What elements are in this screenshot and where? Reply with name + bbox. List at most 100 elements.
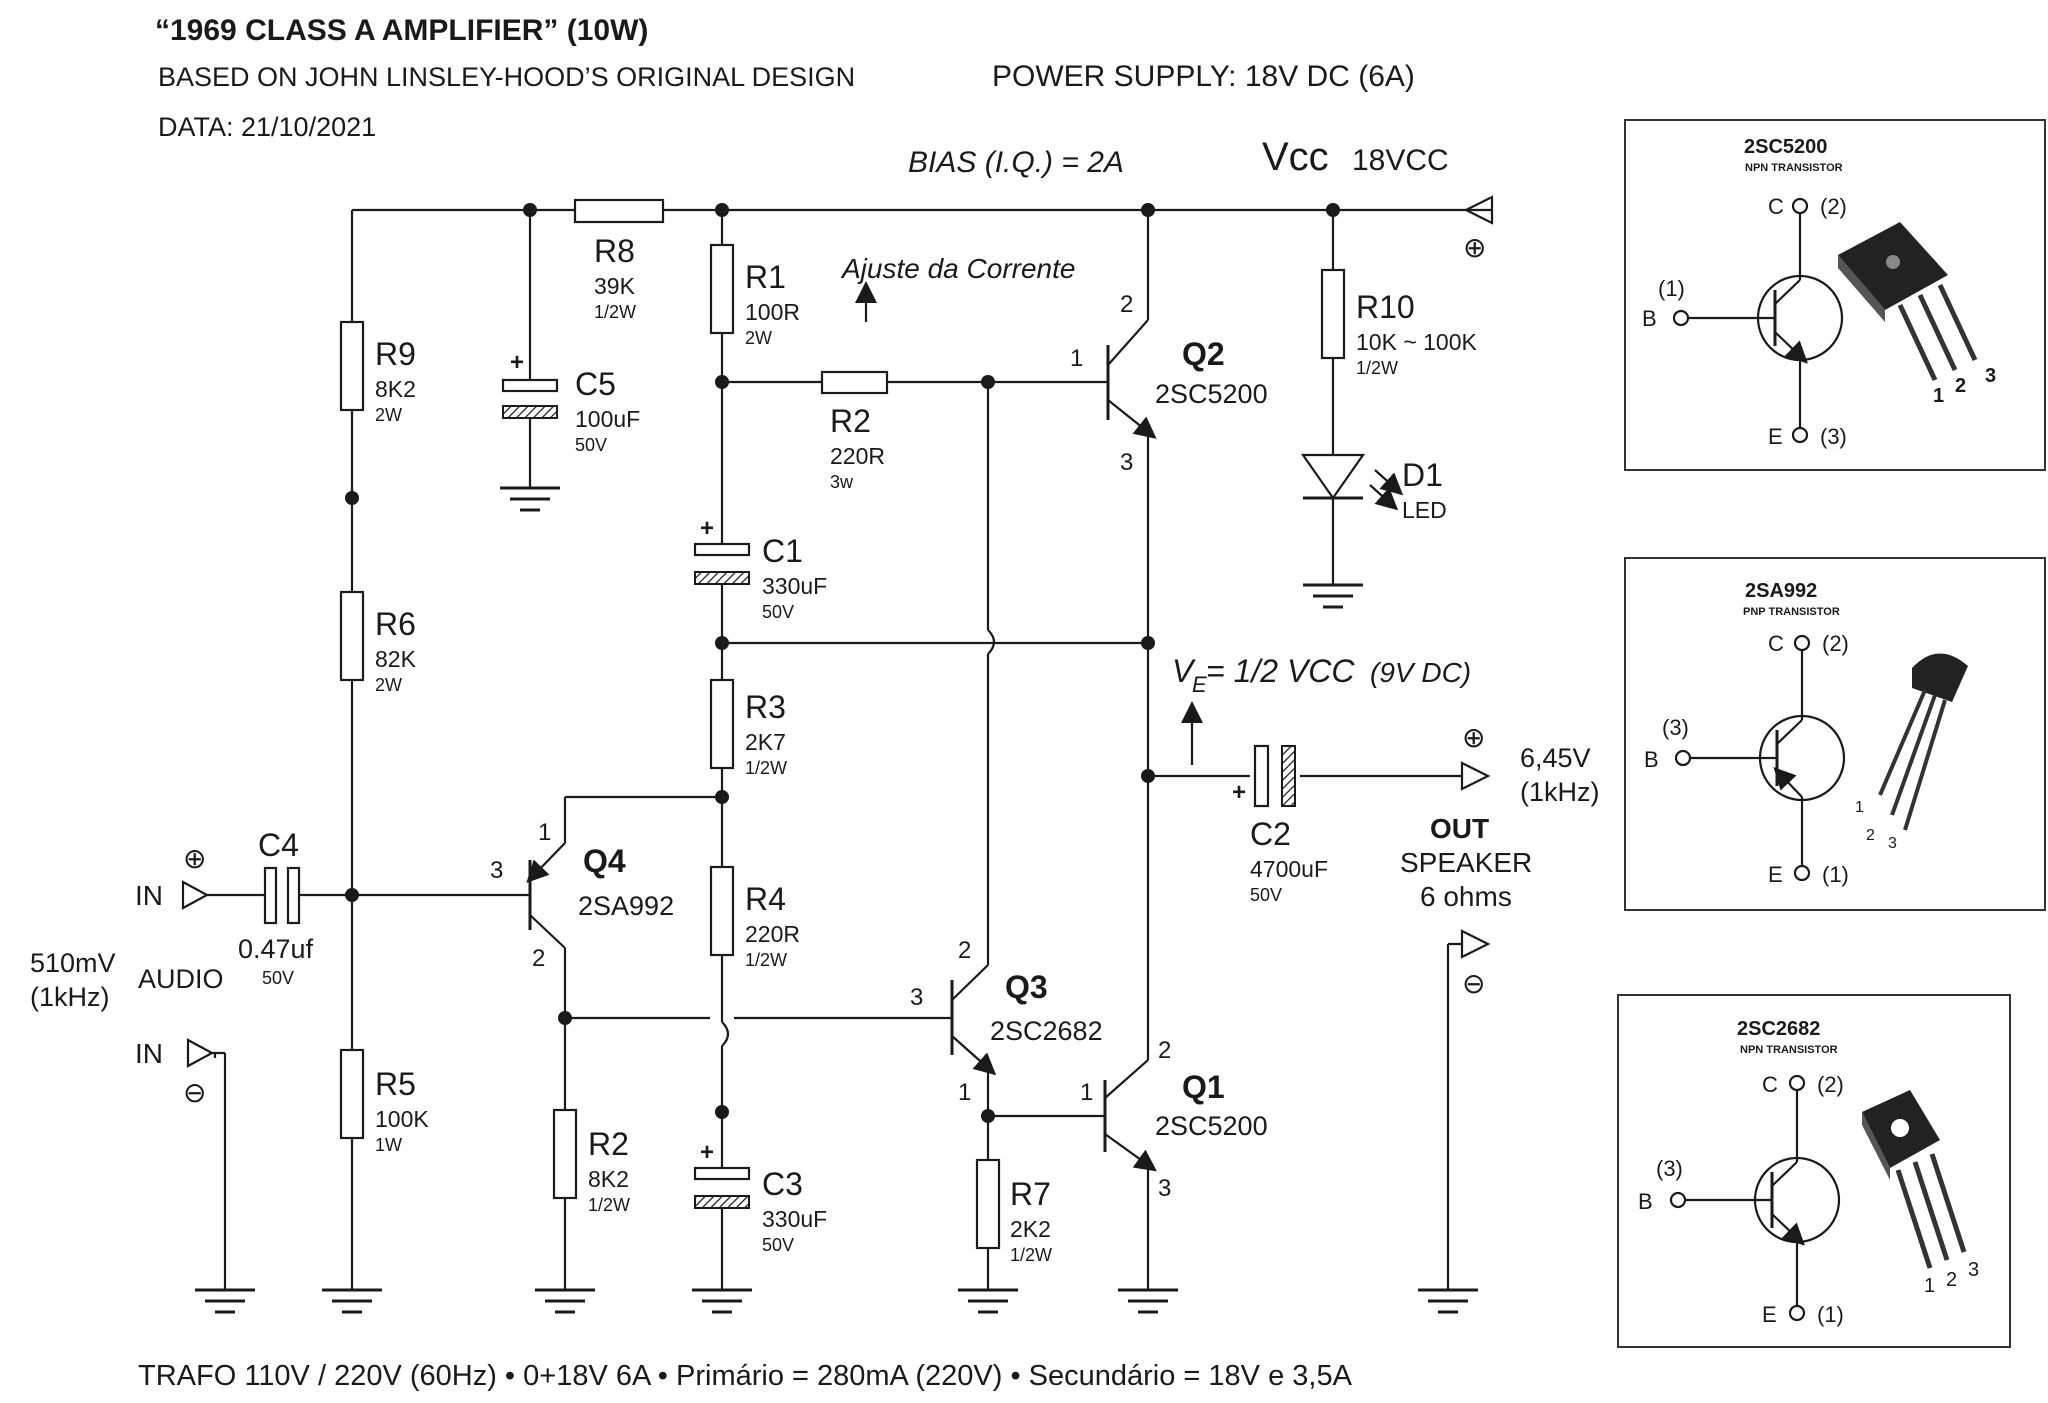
pinout-part-name: 2SC5200 xyxy=(1744,136,1827,158)
r6-name: R6 xyxy=(375,606,416,642)
c4-value: 0.47uf xyxy=(238,934,314,964)
output-plus-terminal xyxy=(1450,761,1491,791)
svg-text:(2): (2) xyxy=(1822,631,1849,656)
transistor-q3 xyxy=(930,945,997,1085)
svg-text:C: C xyxy=(1762,1072,1778,1097)
input-audio: AUDIO xyxy=(138,964,224,994)
svg-text:3: 3 xyxy=(1985,365,1996,387)
resistor-r10 xyxy=(1320,268,1346,360)
q3-pin2: 2 xyxy=(958,937,971,964)
vcc-value: 18VCC xyxy=(1352,144,1449,177)
r2b-name: R2 xyxy=(588,1126,629,1162)
led-d1 xyxy=(1300,453,1404,511)
output-out: OUT xyxy=(1430,813,1489,844)
capacitor-c2: + xyxy=(1232,744,1296,808)
c1-value: 330uF xyxy=(762,573,827,599)
svg-text:2SC2682: 2SC2682 xyxy=(1737,1018,1820,1040)
r2a-rating: 3w xyxy=(830,472,854,492)
svg-text:(3): (3) xyxy=(1656,1156,1683,1181)
r1-rating: 2W xyxy=(745,328,772,348)
q3-part: 2SC2682 xyxy=(990,1016,1103,1046)
to126-package-icon: 1 2 3 xyxy=(1862,1090,1979,1297)
r2a-name: R2 xyxy=(830,403,871,439)
svg-text:+: + xyxy=(1232,779,1246,806)
svg-text:(3): (3) xyxy=(1820,424,1847,449)
q4-pin1: 1 xyxy=(538,819,551,846)
c2-rating: 50V xyxy=(1250,885,1282,905)
r8-name: R8 xyxy=(594,233,635,269)
d1-name: D1 xyxy=(1402,457,1443,493)
output-ohms: 6 ohms xyxy=(1420,881,1512,912)
q4-part: 2SA992 xyxy=(578,891,674,921)
to264-package-icon: 1 2 3 xyxy=(1838,222,1996,407)
r7-rating: 1/2W xyxy=(1010,1245,1052,1265)
svg-text:(3): (3) xyxy=(1662,715,1689,740)
resistor-r3 xyxy=(709,678,735,770)
resistor-r4 xyxy=(709,865,735,957)
output-plus-sign: ⊕ xyxy=(1462,722,1485,753)
svg-text:(2): (2) xyxy=(1817,1072,1844,1097)
ve-label-sub: E xyxy=(1192,672,1207,697)
r2b-value: 8K2 xyxy=(588,1166,629,1192)
c5-name: C5 xyxy=(575,366,616,402)
to92-package-icon: 1 2 3 xyxy=(1855,653,1968,852)
svg-text:B: B xyxy=(1642,306,1657,331)
date-label: DATA: 21/10/2021 xyxy=(158,112,376,142)
q2-pin2: 2 xyxy=(1120,291,1133,318)
r5-rating: 1W xyxy=(375,1135,402,1155)
svg-text:2SA992: 2SA992 xyxy=(1745,580,1817,602)
resistor-r9 xyxy=(339,320,365,412)
pinout-box-2sc2682: 2SC2682 NPN TRANSISTOR C (2) B (3) E (1)… xyxy=(1617,994,2011,1348)
r6-value: 82K xyxy=(375,646,417,672)
c4-rating: 50V xyxy=(262,968,294,988)
ve-label-dc: (9V DC) xyxy=(1370,657,1471,688)
r4-name: R4 xyxy=(745,881,786,917)
svg-text:NPN TRANSISTOR: NPN TRANSISTOR xyxy=(1740,1044,1838,1056)
svg-text:(2): (2) xyxy=(1820,194,1847,219)
resistor-r5 xyxy=(339,1048,365,1140)
vcc-terminal xyxy=(1463,195,1494,225)
c2-value: 4700uF xyxy=(1250,856,1328,882)
r8-value: 39K xyxy=(594,273,636,299)
pinout-box-2sc5200: 2SC5200 NPN TRANSISTOR C (2) B (1) E (3)… xyxy=(1624,119,2046,471)
r5-value: 100K xyxy=(375,1106,429,1132)
svg-text:1: 1 xyxy=(1933,385,1944,407)
svg-text:(1): (1) xyxy=(1658,276,1685,301)
r4-value: 220R xyxy=(745,921,800,947)
c3-name: C3 xyxy=(762,1166,803,1202)
input-minus-label: IN xyxy=(135,1038,163,1069)
svg-text:3: 3 xyxy=(1888,835,1897,852)
capacitor-c3: + xyxy=(693,1139,751,1209)
footer-transformer: TRAFO 110V / 220V (60Hz) • 0+18V 6A • Pr… xyxy=(138,1360,1353,1392)
q1-pin1: 1 xyxy=(1080,1079,1093,1106)
capacitor-c1: + xyxy=(693,515,751,585)
svg-text:E: E xyxy=(1768,424,1783,449)
output-minus-terminal xyxy=(1448,929,1491,959)
resistor-r8 xyxy=(573,198,665,224)
supply-plus-sign: ⊕ xyxy=(1463,232,1486,263)
capacitor-c4 xyxy=(263,866,301,925)
q4-pin2: 2 xyxy=(532,945,545,972)
q2-name: Q2 xyxy=(1182,336,1225,372)
r10-name: R10 xyxy=(1356,289,1415,325)
c1-name: C1 xyxy=(762,533,803,569)
pinout-box-2sa992: 2SA992 PNP TRANSISTOR C (2) B (3) E (1) … xyxy=(1624,557,2046,911)
output-freq: (1kHz) xyxy=(1520,777,1600,807)
svg-text:E: E xyxy=(1762,1302,1777,1327)
r1-value: 100R xyxy=(745,299,800,325)
svg-text:2: 2 xyxy=(1946,1269,1957,1291)
resistor-r7 xyxy=(975,1158,1001,1250)
page-subtitle: BASED ON JOHN LINSLEY-HOOD’S ORIGINAL DE… xyxy=(158,62,855,92)
r7-value: 2K2 xyxy=(1010,1216,1051,1242)
r3-name: R3 xyxy=(745,689,786,725)
transistor-q2 xyxy=(1106,319,1157,439)
output-minus-sign: ⊖ xyxy=(1462,968,1485,999)
r7-name: R7 xyxy=(1010,1176,1051,1212)
svg-text:+: + xyxy=(700,1139,714,1166)
bias-label: BIAS (I.Q.) = 2A xyxy=(908,146,1124,179)
transistor-q1 xyxy=(1103,1045,1157,1172)
r9-rating: 2W xyxy=(375,405,402,425)
svg-text:C: C xyxy=(1768,631,1784,656)
c3-rating: 50V xyxy=(762,1235,794,1255)
